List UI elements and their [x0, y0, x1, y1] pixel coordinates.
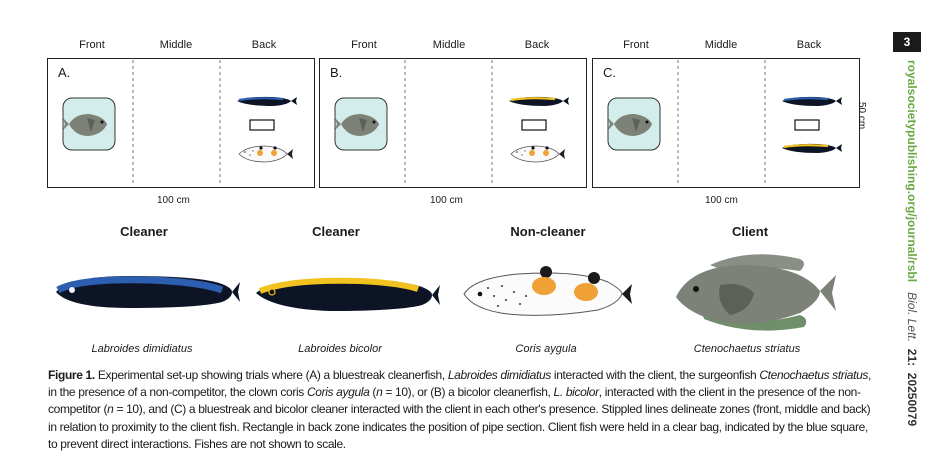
panel-letter: B.	[330, 65, 343, 80]
caption-italic: Coris aygula	[306, 385, 370, 400]
journal-sidebar: royalsocietypublishing.org/journal/rsbl …	[905, 60, 919, 426]
pipe-section	[794, 119, 820, 131]
zone-front-label: Front	[351, 39, 377, 51]
role-label: Cleaner	[312, 224, 360, 239]
figure-caption: Figure 1. Experimental set-up showing tr…	[48, 367, 878, 453]
volume: 21:	[905, 348, 919, 367]
caption-text: interacted with the client, the surgeonf…	[550, 368, 760, 382]
zone-front-label: Front	[623, 39, 649, 51]
article-id: 20250079	[905, 372, 919, 427]
caption-text: , interacted with the client in the pres…	[48, 385, 861, 417]
tank-contents	[334, 60, 569, 186]
role-label: Cleaner	[120, 224, 168, 239]
species-label: Labroides bicolor	[298, 343, 382, 355]
panel-letter: A.	[58, 65, 71, 80]
pipe-section	[521, 119, 547, 131]
caption-italic: n	[107, 402, 114, 417]
bluestreak-cleaner	[237, 96, 297, 106]
zone-back-label: Back	[524, 39, 550, 51]
coris-aygula-illustration	[463, 266, 632, 316]
labroides-dimidiatus-illustration	[56, 276, 240, 308]
caption-italic: n	[376, 385, 383, 400]
caption-italic: Labroides dimidiatus	[447, 368, 551, 382]
height-label: 50 cm	[856, 102, 867, 130]
labroides-bicolor-illustration	[256, 277, 440, 311]
caption-text: = 10), and (C) a bluestreak and bicolor …	[48, 402, 871, 451]
caption-italic: L. bicolor	[553, 385, 600, 400]
caption-text: (	[369, 385, 377, 400]
width-label: 100 cm	[430, 195, 463, 206]
page-number: 3	[893, 32, 921, 52]
journal-abbrev: Biol. Lett.	[905, 292, 919, 343]
client-bag	[334, 97, 388, 151]
species-label: Coris aygula	[515, 343, 577, 355]
zone-middle-label: Middle	[159, 39, 193, 51]
width-label: 100 cm	[157, 195, 190, 206]
caption-italic: Ctenochaetus striatus	[759, 368, 869, 382]
tank-contents	[607, 60, 842, 186]
species-label: Ctenochaetus striatus	[693, 343, 801, 355]
ctenochaetus-striatus-illustration	[676, 254, 836, 331]
zone-middle-label: Middle	[432, 39, 466, 51]
zone-front-label: Front	[79, 39, 105, 51]
client-bag	[607, 97, 661, 151]
panel-letter: C.	[603, 65, 616, 80]
width-label: 100 cm	[705, 195, 738, 206]
bluestreak-cleaner	[782, 96, 842, 106]
caption-text: = 10), or (B) a bicolor cleanerfish,	[382, 385, 554, 400]
caption-text: , in the presence of a non-competitor, t…	[48, 368, 872, 400]
role-label: Client	[731, 224, 769, 239]
role-label: Non-cleaner	[510, 224, 586, 239]
bicolor-cleaner	[782, 143, 842, 153]
pipe-section	[249, 119, 275, 131]
figure-label: Figure 1.	[48, 368, 95, 382]
caption-text: Experimental set-up showing trials where…	[94, 368, 448, 382]
journal-url: royalsocietypublishing.org/journal/rsbl	[905, 60, 919, 283]
coris-noncleaner	[238, 145, 293, 163]
client-bag	[62, 97, 116, 151]
zone-back-label: Back	[251, 39, 277, 51]
coris-noncleaner	[510, 145, 565, 163]
bicolor-cleaner	[509, 96, 569, 106]
zone-middle-label: Middle	[704, 39, 738, 51]
species-label: Labroides dimidiatus	[91, 343, 193, 355]
zone-back-label: Back	[796, 39, 822, 51]
tank-contents	[62, 60, 297, 186]
